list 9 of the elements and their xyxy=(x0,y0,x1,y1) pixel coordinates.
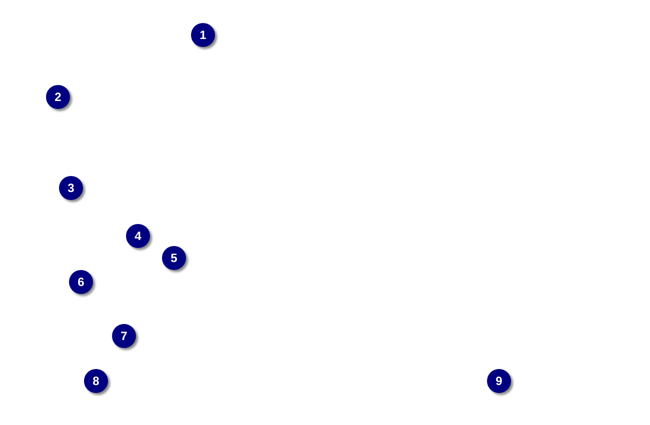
callout-number: 7 xyxy=(112,324,136,348)
callout-number: 3 xyxy=(59,176,83,200)
callout-number: 4 xyxy=(126,224,150,248)
callout-number: 5 xyxy=(162,246,186,270)
callout-number: 1 xyxy=(191,23,215,47)
callout-number: 6 xyxy=(69,270,93,294)
callout-number: 2 xyxy=(46,85,70,109)
callout-number: 9 xyxy=(487,369,511,393)
callout-number: 8 xyxy=(84,369,108,393)
